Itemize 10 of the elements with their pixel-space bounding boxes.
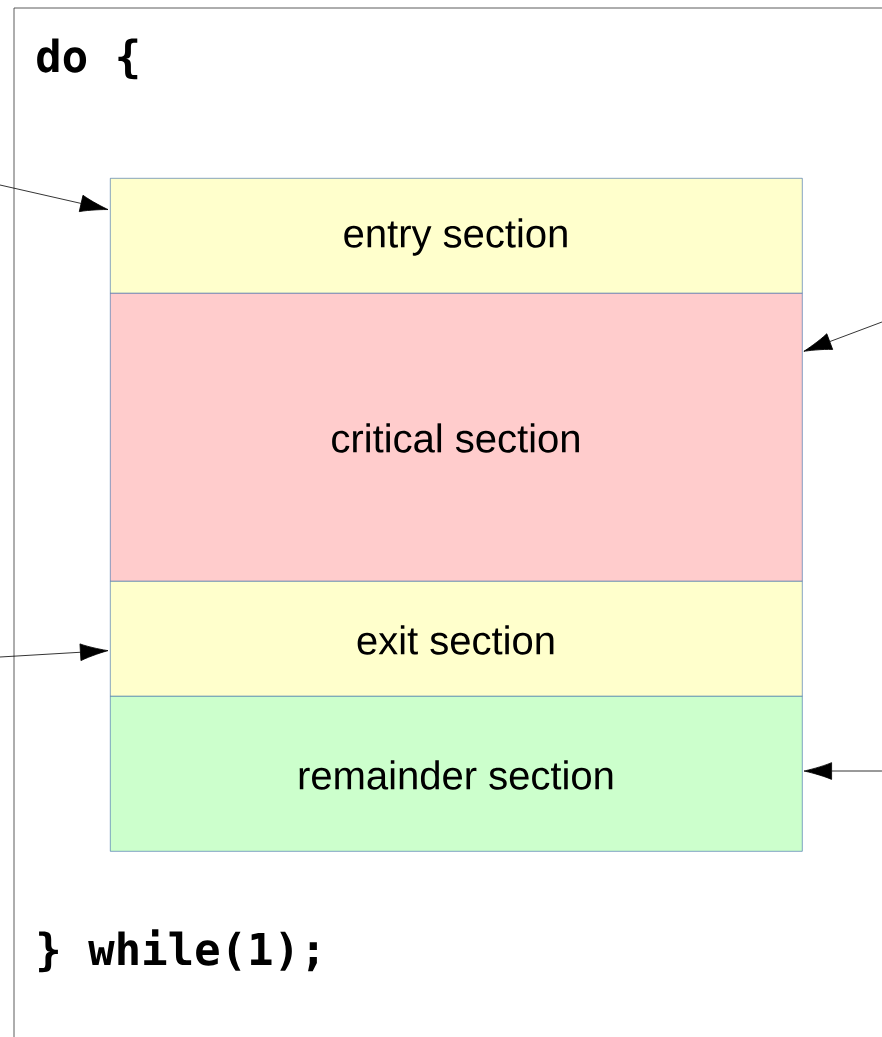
code-text: do {: [37, 38, 138, 80]
arrow: [0, 643, 109, 661]
code-text: } while(1);: [39, 929, 317, 973]
arrow: [803, 762, 882, 780]
section-band: exit section: [110, 581, 803, 697]
section-band: entry section: [110, 178, 803, 294]
section-band: critical section: [110, 293, 803, 582]
section-band: remainder section: [110, 696, 803, 852]
arrow: [803, 321, 882, 352]
arrow: [0, 184, 109, 212]
